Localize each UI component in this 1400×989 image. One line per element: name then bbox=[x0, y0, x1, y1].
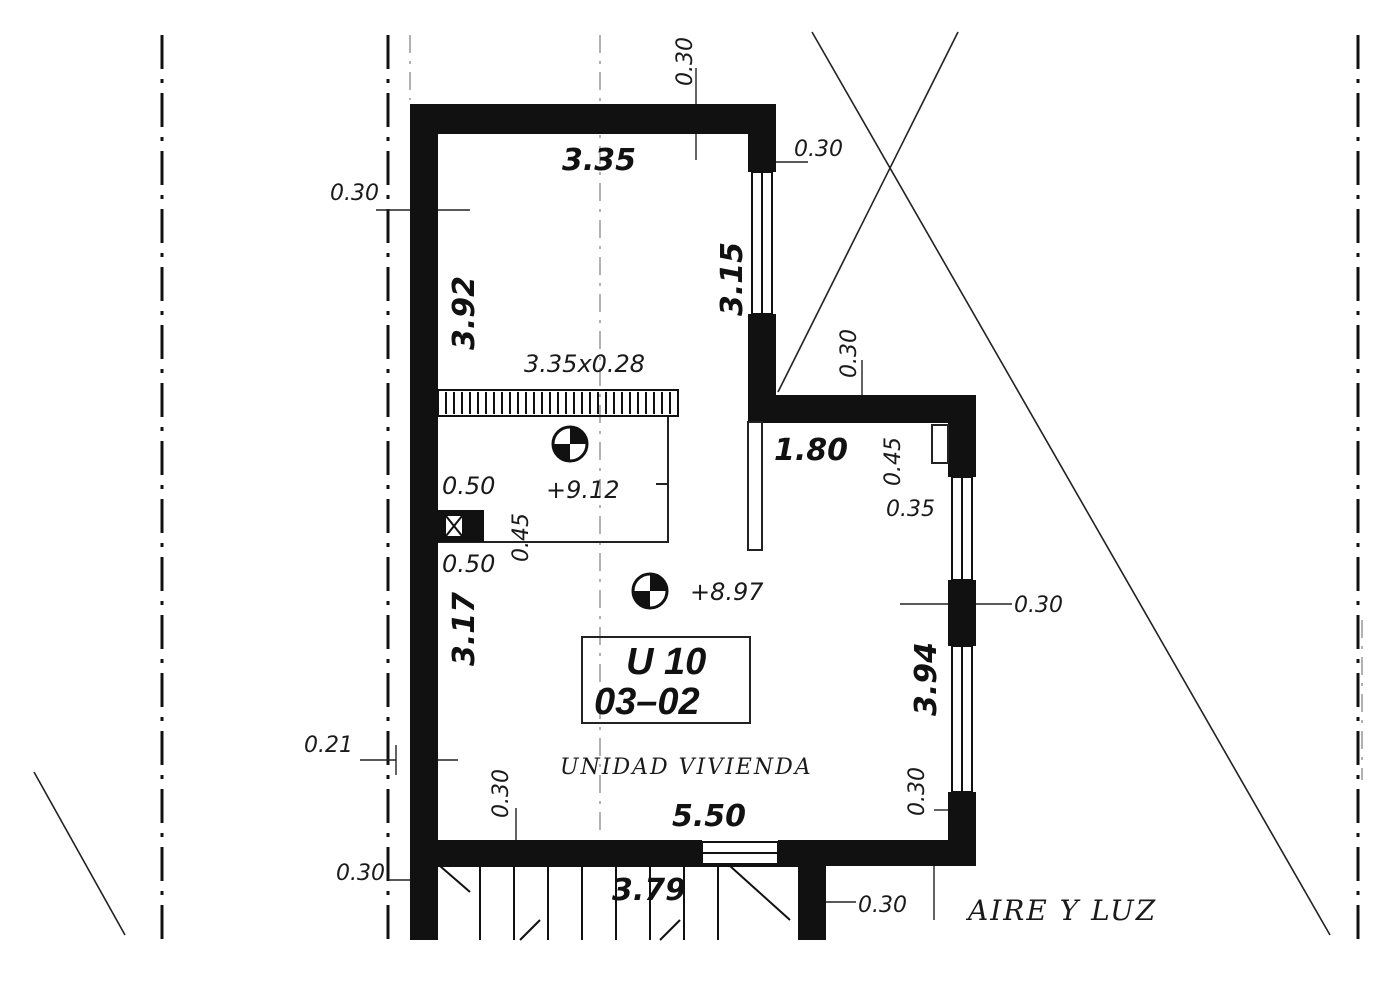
unit-code: U 10 bbox=[626, 641, 706, 683]
dim-bottom-left-wall: 0.30 bbox=[489, 769, 514, 818]
beam-label: 3.35x0.28 bbox=[524, 350, 645, 378]
dim-left-offset: 0.21 bbox=[304, 733, 353, 758]
dim-top-width: 3.35 bbox=[562, 143, 636, 178]
dim-right-height-upper: 3.15 bbox=[715, 242, 750, 316]
dim-right-height-lower: 3.94 bbox=[909, 642, 944, 716]
faint-axis-lines bbox=[409, 35, 1363, 830]
unit-name: UNIDAD VIVIENDA bbox=[560, 755, 813, 780]
level-lower: +8.97 bbox=[690, 578, 764, 606]
dim-step-wall: 0.30 bbox=[837, 329, 862, 378]
unit-number: 03–02 bbox=[594, 681, 700, 723]
dim-corner-45: 0.45 bbox=[881, 437, 906, 486]
dim-left-height-upper: 3.92 bbox=[447, 276, 482, 350]
dim-stair-right-wall: 0.30 bbox=[858, 893, 907, 918]
dim-corner-35: 0.35 bbox=[886, 497, 935, 522]
dim-bottom-width: 5.50 bbox=[672, 799, 746, 834]
axis-lines bbox=[160, 35, 1360, 940]
dim-step-width: 1.80 bbox=[774, 433, 848, 468]
stairs bbox=[438, 865, 798, 941]
niche bbox=[438, 510, 484, 542]
dim-right-wall-mid: 0.30 bbox=[1014, 593, 1063, 618]
level-marker-icon bbox=[551, 425, 589, 463]
dim-niche-bottom: 0.50 bbox=[442, 550, 495, 578]
diagonal-lines bbox=[33, 31, 1331, 936]
walls bbox=[410, 104, 976, 940]
unit-label-box bbox=[581, 636, 751, 724]
windows bbox=[701, 171, 973, 865]
dim-top-wall-thickness: 0.30 bbox=[673, 37, 698, 86]
dim-left-height-lower: 3.17 bbox=[447, 592, 482, 666]
dimension-lines bbox=[360, 68, 1012, 920]
dim-stair-width: 3.79 bbox=[612, 873, 686, 908]
partitions bbox=[438, 415, 949, 551]
level-upper: +9.12 bbox=[546, 476, 620, 504]
dim-stair-left-wall: 0.30 bbox=[336, 861, 385, 886]
dim-bottom-right-wall: 0.30 bbox=[905, 767, 930, 816]
dim-top-right-wall: 0.30 bbox=[794, 137, 843, 162]
beam-hatch bbox=[437, 389, 679, 417]
dim-niche-side: 0.45 bbox=[509, 513, 534, 562]
dim-niche-top: 0.50 bbox=[442, 472, 495, 500]
level-marker-icon bbox=[631, 572, 669, 610]
outside-label: AIRE Y LUZ bbox=[965, 894, 1157, 927]
dim-left-wall-upper: 0.30 bbox=[330, 181, 379, 206]
